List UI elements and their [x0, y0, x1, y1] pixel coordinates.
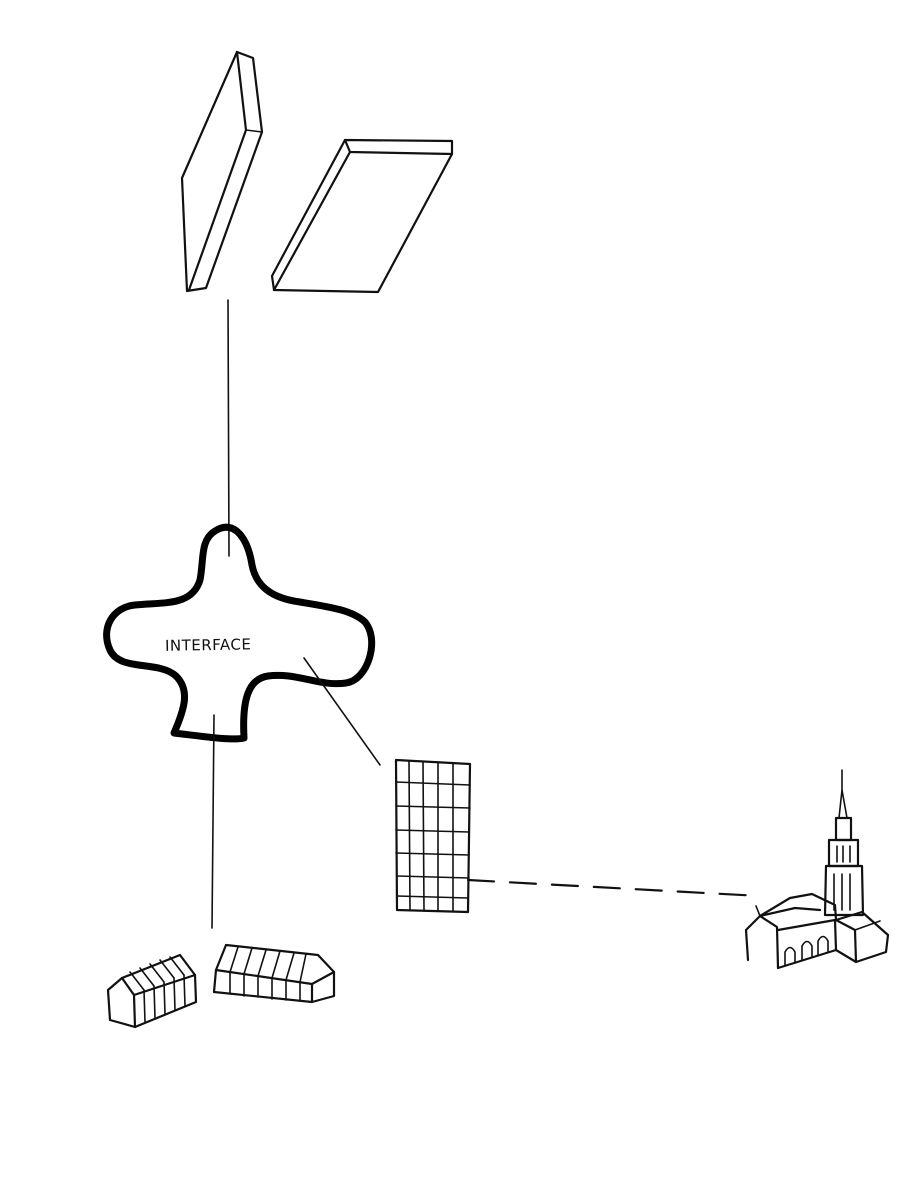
church-sketch	[744, 769, 890, 970]
hub-label: INTERFACE	[165, 635, 252, 655]
standing-panel-sketch	[180, 50, 264, 293]
grid-tower-sketch	[394, 758, 472, 914]
connector-hub-to-tower	[303, 657, 381, 766]
houses-sketch	[106, 943, 336, 1029]
tilted-slab-sketch	[270, 138, 454, 294]
connector-hub-to-houses	[211, 714, 215, 929]
connector-tower-to-church	[466, 878, 762, 898]
interface-hub: INTERFACE	[103, 523, 376, 743]
connector-slab-to-hub	[227, 299, 230, 557]
